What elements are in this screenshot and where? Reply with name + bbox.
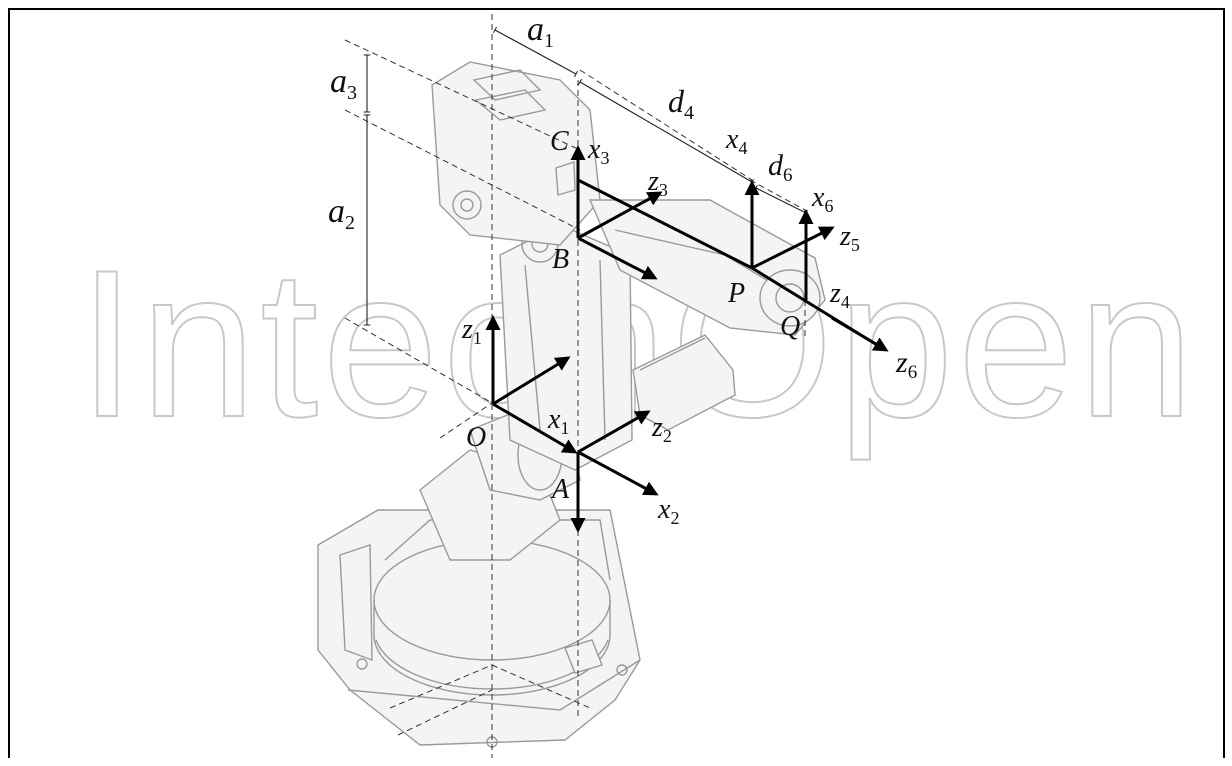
axis-o-y bbox=[492, 356, 571, 406]
frame-border bbox=[8, 8, 1225, 758]
label-z3: z3 bbox=[647, 166, 668, 200]
dimension-lines bbox=[363, 26, 808, 326]
label-x6: x6 bbox=[811, 182, 833, 216]
axis-z3 bbox=[577, 191, 663, 240]
axis-x2 bbox=[577, 450, 659, 496]
axis-z2 bbox=[577, 410, 651, 454]
label-point-a: A bbox=[550, 474, 570, 505]
label-z1: z1 bbox=[461, 314, 482, 348]
label-d4: d4 bbox=[668, 83, 694, 124]
coordinate-axes bbox=[485, 145, 889, 533]
label-x2: x2 bbox=[657, 494, 679, 528]
label-x1: x1 bbox=[547, 404, 569, 438]
label-point-o: O bbox=[466, 422, 486, 453]
axis-x1 bbox=[492, 402, 578, 454]
label-d6: d6 bbox=[768, 149, 793, 186]
dimension-d4 bbox=[577, 78, 755, 186]
label-z6: z6 bbox=[895, 346, 917, 383]
label-z2: z2 bbox=[651, 412, 672, 446]
axis-b-forward bbox=[577, 236, 658, 280]
label-x3: x3 bbox=[587, 134, 609, 168]
label-a1: a1 bbox=[527, 11, 554, 52]
label-z4: z4 bbox=[829, 278, 850, 312]
labels: a1 a3 a2 d4 d6 C x3 x4 x6 z3 z5 B P Q z4… bbox=[328, 11, 917, 528]
label-z5: z5 bbox=[839, 221, 860, 255]
label-a3: a3 bbox=[330, 63, 357, 104]
axis-z5 bbox=[751, 226, 835, 270]
dimension-d6 bbox=[754, 184, 808, 217]
label-x4: x4 bbox=[725, 124, 747, 158]
label-point-c: C bbox=[550, 126, 569, 157]
label-point-p: P bbox=[727, 278, 745, 309]
label-point-b: B bbox=[552, 244, 569, 275]
label-a2: a2 bbox=[328, 193, 355, 234]
axis-z6 bbox=[831, 316, 889, 352]
label-point-q: Q bbox=[780, 311, 800, 342]
dimension-a1 bbox=[492, 26, 579, 78]
